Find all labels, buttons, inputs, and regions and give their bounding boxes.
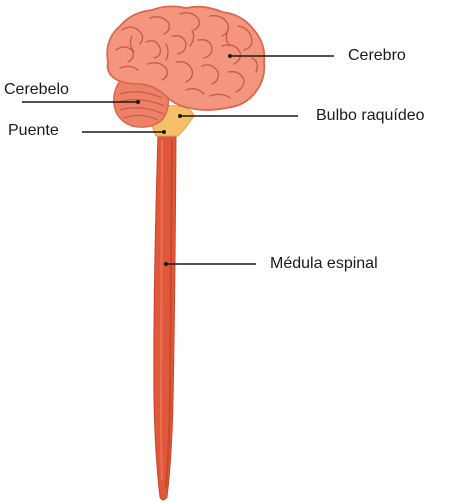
spinal-cord-shade bbox=[165, 139, 173, 489]
leader-lines bbox=[22, 54, 334, 266]
leader-medula-dot bbox=[164, 262, 168, 266]
cerebrum-folds bbox=[115, 12, 258, 99]
labels: Cerebro Cerebelo Puente Bulbo raquídeo M… bbox=[4, 47, 425, 272]
leader-cerebelo-dot bbox=[136, 100, 140, 104]
leader-cerebro-dot bbox=[228, 54, 232, 58]
label-bulbo-raquideo: Bulbo raquídeo bbox=[316, 107, 425, 124]
spinal-cord-body bbox=[153, 133, 177, 501]
cerebrum-body bbox=[106, 5, 266, 111]
label-medula-espinal: Médula espinal bbox=[270, 255, 378, 272]
cerebrum bbox=[106, 5, 266, 111]
label-cerebro: Cerebro bbox=[348, 47, 406, 64]
label-puente: Puente bbox=[8, 122, 59, 139]
leader-bulbo-dot bbox=[178, 114, 182, 118]
leader-puente-dot bbox=[162, 130, 166, 134]
spinal-cord bbox=[153, 133, 177, 501]
spinal-cord-highlight bbox=[159, 139, 163, 481]
label-cerebelo: Cerebelo bbox=[4, 81, 69, 98]
